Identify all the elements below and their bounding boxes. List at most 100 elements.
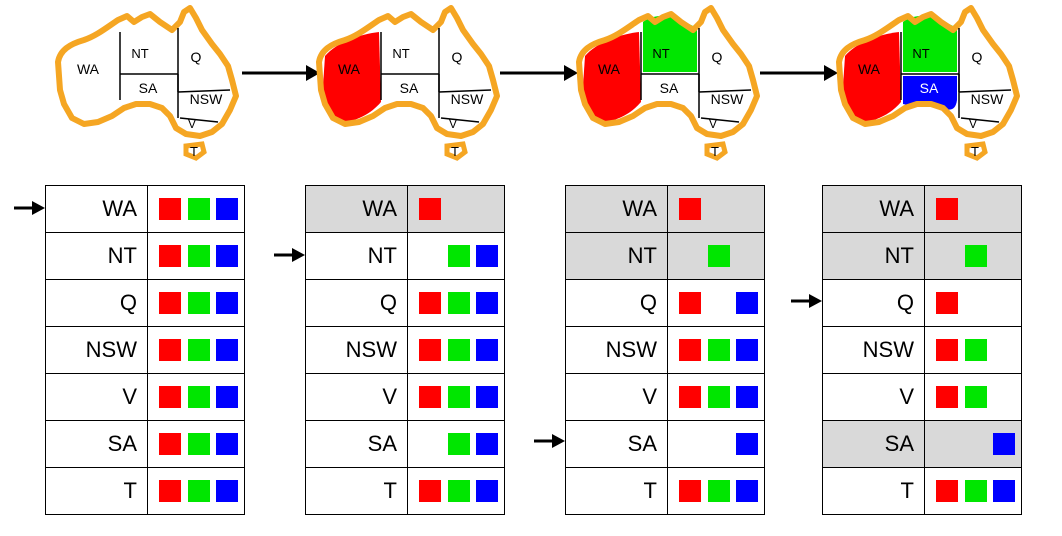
map-label-nt: NT xyxy=(131,46,148,61)
domain-value-blue xyxy=(736,292,758,314)
table-row: WA xyxy=(306,186,504,232)
variable-name: NT xyxy=(823,233,925,279)
map-label-sa: SA xyxy=(139,80,158,96)
domain-value-red xyxy=(159,292,181,314)
map-region-nt-fill xyxy=(643,15,697,73)
map-label-nsw: NSW xyxy=(451,91,484,107)
map-label-v: V xyxy=(188,117,196,131)
map-state-border xyxy=(698,89,752,93)
table-row: SA xyxy=(46,420,244,467)
domain-value-blue xyxy=(216,386,238,408)
table-row: NT xyxy=(566,232,764,279)
domain-value-blue xyxy=(216,198,238,220)
map-label-nsw: NSW xyxy=(711,91,744,107)
map-coast-outline xyxy=(836,5,1020,139)
variable-name: SA xyxy=(46,421,148,467)
map-label-wa: WA xyxy=(858,61,881,77)
map-label-nsw: NSW xyxy=(190,91,223,107)
map-label-q: Q xyxy=(972,49,983,65)
variable-name: WA xyxy=(566,186,668,232)
variable-name: NSW xyxy=(306,327,408,373)
domain-value-red xyxy=(936,292,958,314)
domain-value-red xyxy=(159,480,181,502)
domain-value-blue xyxy=(216,433,238,455)
domain-value-red xyxy=(936,386,958,408)
domain-value-blue xyxy=(216,480,238,502)
map-label-t: T xyxy=(451,144,459,159)
map-tasmania xyxy=(964,141,988,161)
variable-name: V xyxy=(46,374,148,420)
table-row: SA xyxy=(823,420,1021,467)
variable-name: T xyxy=(823,468,925,514)
domain-value-blue xyxy=(993,433,1015,455)
table-row: SA xyxy=(566,420,764,467)
variable-name: V xyxy=(823,374,925,420)
map-tasmania xyxy=(704,141,728,161)
map-label-wa: WA xyxy=(598,61,621,77)
map-label-q: Q xyxy=(712,49,723,65)
domain-value-blue xyxy=(993,480,1015,502)
map-state-border xyxy=(440,117,480,123)
table-row: NSW xyxy=(46,326,244,373)
domain-value-green xyxy=(448,339,470,361)
map-label-t: T xyxy=(971,144,979,159)
domain-value-red xyxy=(679,198,701,220)
domain-value-red xyxy=(936,198,958,220)
table-row: T xyxy=(46,467,244,514)
variable-name: T xyxy=(566,468,668,514)
table-row: NSW xyxy=(306,326,504,373)
map-state-border xyxy=(179,117,219,123)
map-label-nsw: NSW xyxy=(971,91,1004,107)
domain-value-red xyxy=(159,339,181,361)
map-label-t: T xyxy=(190,144,198,159)
variable-name: SA xyxy=(823,421,925,467)
table-row: NT xyxy=(306,232,504,279)
domain-value-green xyxy=(448,245,470,267)
variable-name: Q xyxy=(566,280,668,326)
step-arrow-head xyxy=(306,65,320,81)
domain-value-green xyxy=(188,386,210,408)
variable-name: NSW xyxy=(566,327,668,373)
domain-value-green xyxy=(448,386,470,408)
map-label-t: T xyxy=(711,144,719,159)
table-row: NSW xyxy=(823,326,1021,373)
domain-value-red xyxy=(419,339,441,361)
table-row: Q xyxy=(566,279,764,326)
domain-value-red xyxy=(419,292,441,314)
map-state-border xyxy=(960,117,1000,123)
table-row: NT xyxy=(823,232,1021,279)
domain-value-red xyxy=(936,480,958,502)
variable-name: V xyxy=(306,374,408,420)
domain-value-green xyxy=(965,339,987,361)
variable-name: Q xyxy=(306,280,408,326)
table-row: NSW xyxy=(566,326,764,373)
table-row: T xyxy=(566,467,764,514)
domain-value-red xyxy=(679,339,701,361)
domain-value-red xyxy=(679,480,701,502)
map-label-v: V xyxy=(449,117,457,131)
map-label-sa: SA xyxy=(660,80,679,96)
map-label-wa: WA xyxy=(77,61,100,77)
map-coast-outline xyxy=(576,5,760,139)
domain-value-green xyxy=(708,245,730,267)
domain-value-red xyxy=(159,433,181,455)
map-state-border xyxy=(958,89,1012,93)
domain-value-green xyxy=(708,339,730,361)
table-row: WA xyxy=(566,186,764,232)
variable-name: Q xyxy=(46,280,148,326)
table-row: Q xyxy=(46,279,244,326)
domain-value-blue xyxy=(476,386,498,408)
domain-value-green xyxy=(188,292,210,314)
domain-value-red xyxy=(679,292,701,314)
table-row: V xyxy=(566,373,764,420)
variable-name: NT xyxy=(306,233,408,279)
domain-value-blue xyxy=(476,245,498,267)
map-label-wa: WA xyxy=(338,61,361,77)
step-arrow-head xyxy=(564,65,578,81)
variable-name: SA xyxy=(306,421,408,467)
